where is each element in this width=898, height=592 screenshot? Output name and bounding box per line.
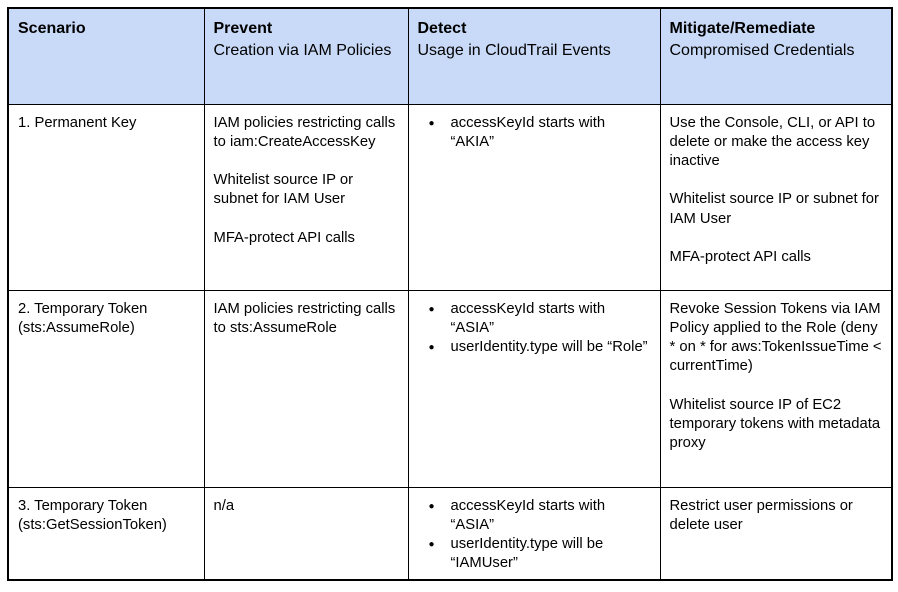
bullet-item: userIdentity.type will be “IAMUser”	[429, 535, 652, 573]
header-cell-scenario: Scenario	[7, 7, 205, 105]
cell-mitigate: Restrict user permissions or delete user	[659, 486, 893, 581]
paragraph: IAM policies restricting calls to sts:As…	[213, 300, 396, 336]
paragraph: Revoke Session Tokens via IAM Policy app…	[669, 300, 882, 375]
paragraph: Restrict user permissions or delete user	[669, 497, 853, 533]
cell-detect: accessKeyId starts with “AKIA”	[407, 103, 661, 291]
bullet-item: accessKeyId starts with “AKIA”	[429, 114, 652, 152]
bullet-item: accessKeyId starts with “ASIA”	[429, 497, 652, 535]
paragraph: Use the Console, CLI, or API to delete o…	[669, 114, 876, 169]
table-row-assume-role: 2. Temporary Token (sts:AssumeRole) IAM …	[7, 289, 893, 488]
scenario-label: 2. Temporary Token (sts:AssumeRole)	[18, 300, 148, 336]
paragraph: n/a	[213, 497, 235, 514]
cell-prevent: n/a	[203, 486, 409, 581]
cell-mitigate: Use the Console, CLI, or API to delete o…	[659, 103, 893, 291]
header-title-prevent: Prevent	[213, 20, 273, 37]
header-subtitle-detect: Usage in CloudTrail Events	[417, 41, 611, 59]
header-subtitle-mitigate: Compromised Credentials	[669, 41, 855, 59]
bullet-item: accessKeyId starts with “ASIA”	[429, 300, 652, 338]
header-cell-mitigate: Mitigate/Remediate Compromised Credentia…	[659, 7, 893, 105]
cell-detect: accessKeyId starts with “ASIA” userIdent…	[407, 289, 661, 488]
header-subtitle-prevent: Creation via IAM Policies	[213, 41, 392, 59]
bullet-item: userIdentity.type will be “Role”	[429, 338, 652, 357]
header-title-mitigate: Mitigate/Remediate	[669, 20, 816, 37]
scenario-label: 3. Temporary Token (sts:GetSessionToken)	[18, 497, 167, 533]
bullet-list: accessKeyId starts with “ASIA” userIdent…	[418, 300, 652, 358]
paragraph: Whitelist source IP of EC2 temporary tok…	[669, 396, 881, 451]
cell-mitigate: Revoke Session Tokens via IAM Policy app…	[659, 289, 893, 488]
header-title-detect: Detect	[417, 20, 467, 37]
paragraph: IAM policies restricting calls to iam:Cr…	[213, 114, 396, 150]
bullet-list: accessKeyId starts with “AKIA”	[418, 114, 652, 152]
header-title-scenario: Scenario	[18, 20, 86, 37]
bullet-list: accessKeyId starts with “ASIA” userIdent…	[418, 497, 652, 574]
table-row-permanent-key: 1. Permanent Key IAM policies restrictin…	[7, 103, 893, 291]
paragraph: MFA-protect API calls	[669, 248, 811, 265]
paragraph: Whitelist source IP or subnet for IAM Us…	[213, 172, 354, 208]
cell-scenario: 2. Temporary Token (sts:AssumeRole)	[7, 289, 205, 488]
cell-scenario: 1. Permanent Key	[7, 103, 205, 291]
cell-prevent: IAM policies restricting calls to sts:As…	[203, 289, 409, 488]
table-row-get-session-token: 3. Temporary Token (sts:GetSessionToken)…	[7, 486, 893, 581]
cell-scenario: 3. Temporary Token (sts:GetSessionToken)	[7, 486, 205, 581]
cell-detect: accessKeyId starts with “ASIA” userIdent…	[407, 486, 661, 581]
header-row: Scenario Prevent Creation via IAM Polici…	[7, 7, 893, 105]
paragraph: MFA-protect API calls	[213, 229, 355, 246]
cell-prevent: IAM policies restricting calls to iam:Cr…	[203, 103, 409, 291]
scenario-label: 1. Permanent Key	[18, 114, 137, 131]
paragraph: Whitelist source IP or subnet for IAM Us…	[669, 191, 879, 227]
header-cell-detect: Detect Usage in CloudTrail Events	[407, 7, 661, 105]
access-key-scenarios-table: Scenario Prevent Creation via IAM Polici…	[7, 7, 893, 582]
header-cell-prevent: Prevent Creation via IAM Policies	[203, 7, 409, 105]
